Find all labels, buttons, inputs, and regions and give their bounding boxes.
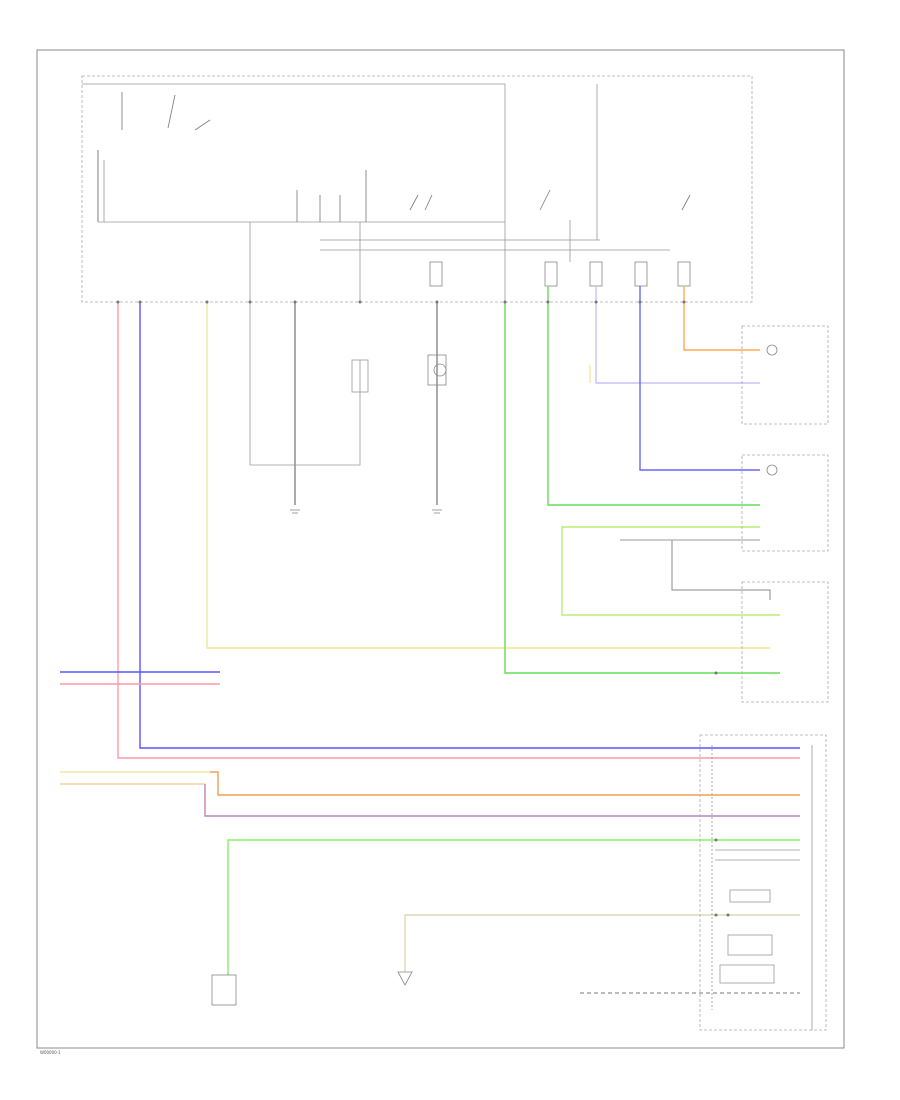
wire-gray-2 [250, 360, 361, 466]
wire-green-short [547, 286, 760, 506]
wire-gray-4 [671, 540, 771, 600]
switch-symbols [121, 92, 691, 222]
right-module-box-2 [741, 454, 829, 552]
wire-tan [404, 914, 800, 972]
wire-blue [139, 302, 800, 749]
wire-bottom-green [227, 839, 800, 975]
lower-right-details [715, 849, 800, 984]
wire-pink [117, 302, 800, 759]
wire-yellow [206, 302, 770, 649]
diagram-frame [36, 49, 845, 1049]
bottom-sensor-2 [397, 971, 413, 986]
wire-orange [210, 771, 800, 796]
ground-symbols [290, 509, 442, 514]
connector-dots [116, 300, 730, 917]
wire-blue-short [639, 286, 760, 471]
fuse-symbols [429, 261, 691, 287]
control-module-box [81, 75, 753, 303]
sensor-box-2 [351, 359, 369, 393]
right-module-box-3 [741, 581, 829, 703]
wire-orange-short [683, 286, 760, 351]
wire-lavender [595, 286, 760, 384]
lamp-symbols [433, 344, 778, 476]
footer-id: W00000-1 [40, 1050, 61, 1055]
right-module-box-4 [699, 734, 827, 1031]
sensor-box [427, 354, 447, 386]
wire-lightgreen [561, 526, 780, 616]
bottom-sensor [211, 974, 237, 1006]
right-module-box-1 [741, 325, 829, 425]
module-inner-outline [82, 83, 506, 302]
wire-green-long [504, 302, 780, 674]
wire-purple [204, 784, 800, 817]
